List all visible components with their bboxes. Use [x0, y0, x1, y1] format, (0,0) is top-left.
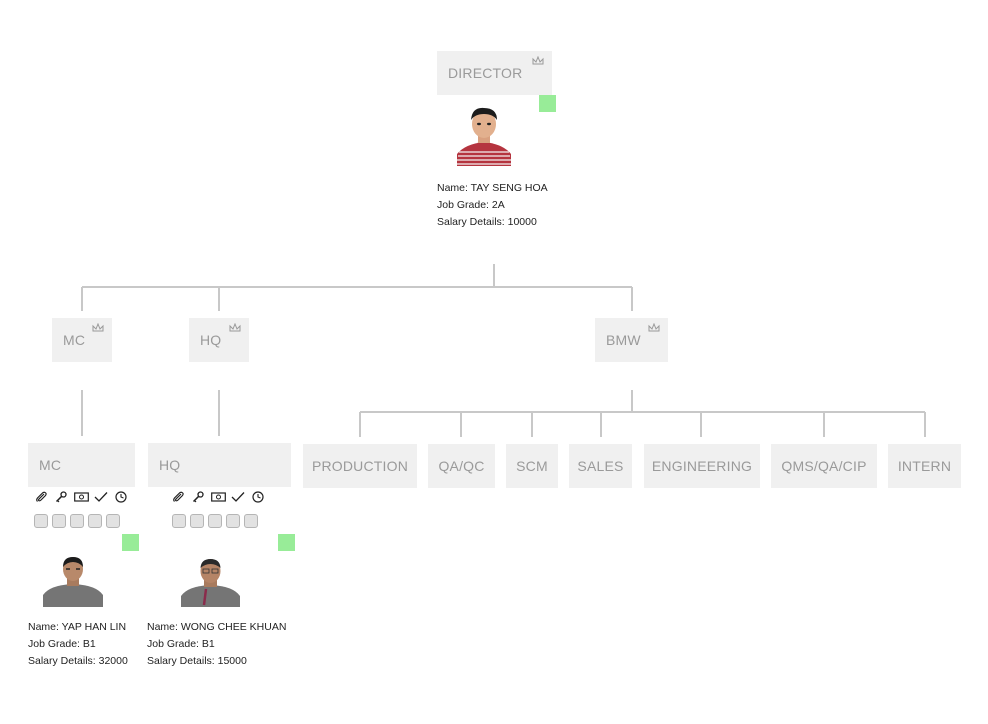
hq-child-name: Name: WONG CHEE KHUAN: [147, 621, 287, 633]
hq-child-checkboxes: [172, 514, 258, 528]
node-engineering-title: ENGINEERING: [651, 458, 753, 474]
crown-icon: [92, 323, 104, 332]
director-photo: [455, 106, 513, 166]
director-name: Name: TAY SENG HOA: [437, 182, 548, 194]
node-mc[interactable]: MC: [52, 318, 112, 362]
key-icon[interactable]: [53, 490, 69, 504]
node-sales-title: SALES: [577, 458, 624, 474]
hq-child-photo: [181, 559, 240, 607]
director-info: Name: TAY SENG HOA Job Grade: 2A Salary …: [437, 180, 548, 231]
node-mc-child-title: MC: [39, 457, 62, 473]
mc-child-photo: [43, 557, 103, 607]
node-mc-child[interactable]: MC: [28, 443, 135, 487]
director-salary: Salary Details: 10000: [437, 216, 537, 228]
node-production[interactable]: PRODUCTION: [303, 444, 417, 488]
node-bmw[interactable]: BMW: [595, 318, 668, 362]
mc-child-toolbar: [33, 490, 129, 504]
crown-icon: [229, 323, 241, 332]
hq-child-status-indicator: [278, 534, 295, 551]
node-engineering[interactable]: ENGINEERING: [644, 444, 760, 488]
node-qa-qc[interactable]: QA/QC: [428, 444, 495, 488]
checkbox[interactable]: [172, 514, 186, 528]
checkbox[interactable]: [190, 514, 204, 528]
checkbox[interactable]: [88, 514, 102, 528]
node-production-title: PRODUCTION: [311, 458, 409, 474]
clock-icon[interactable]: [113, 490, 129, 504]
mc-child-grade: Job Grade: B1: [28, 638, 96, 650]
node-hq-title: HQ: [200, 332, 222, 348]
node-hq[interactable]: HQ: [189, 318, 249, 362]
checkbox[interactable]: [70, 514, 84, 528]
mc-child-name: Name: YAP HAN LIN: [28, 621, 127, 633]
node-intern[interactable]: INTERN: [888, 444, 961, 488]
check-icon[interactable]: [230, 490, 246, 504]
money-icon[interactable]: [210, 490, 226, 504]
hq-child-grade: Job Grade: B1: [147, 638, 215, 650]
checkbox[interactable]: [208, 514, 222, 528]
hq-child-info: Name: WONG CHEE KHUAN Job Grade: B1 Sala…: [147, 619, 286, 670]
director-grade: Job Grade: 2A: [437, 199, 505, 211]
mc-child-info: Name: YAP HAN LIN Job Grade: B1 Salary D…: [28, 619, 128, 670]
check-icon[interactable]: [93, 490, 109, 504]
clock-icon[interactable]: [250, 490, 266, 504]
mc-child-status-indicator: [122, 534, 139, 551]
paperclip-icon[interactable]: [170, 490, 186, 504]
crown-icon: [532, 56, 544, 65]
checkbox[interactable]: [52, 514, 66, 528]
money-icon[interactable]: [73, 490, 89, 504]
checkbox[interactable]: [226, 514, 240, 528]
checkbox[interactable]: [106, 514, 120, 528]
node-scm[interactable]: SCM: [506, 444, 558, 488]
key-icon[interactable]: [190, 490, 206, 504]
node-mc-title: MC: [63, 332, 86, 348]
checkbox[interactable]: [34, 514, 48, 528]
hq-child-toolbar: [170, 490, 266, 504]
node-hq-child[interactable]: HQ: [148, 443, 291, 487]
node-bmw-title: BMW: [606, 332, 641, 348]
hq-child-salary: Salary Details: 15000: [147, 655, 247, 667]
mc-child-salary: Salary Details: 32000: [28, 655, 128, 667]
node-qms-qa-cip-title: QMS/QA/CIP: [781, 458, 867, 474]
node-qa-qc-title: QA/QC: [438, 458, 485, 474]
director-status-indicator: [539, 95, 556, 112]
mc-child-checkboxes: [34, 514, 120, 528]
checkbox[interactable]: [244, 514, 258, 528]
crown-icon: [648, 323, 660, 332]
node-sales[interactable]: SALES: [569, 444, 632, 488]
director-title: DIRECTOR: [448, 65, 523, 81]
node-scm-title: SCM: [516, 458, 548, 474]
node-intern-title: INTERN: [897, 458, 952, 474]
node-hq-child-title: HQ: [159, 457, 181, 473]
paperclip-icon[interactable]: [33, 490, 49, 504]
node-qms-qa-cip[interactable]: QMS/QA/CIP: [771, 444, 877, 488]
director-node[interactable]: DIRECTOR: [437, 51, 552, 95]
